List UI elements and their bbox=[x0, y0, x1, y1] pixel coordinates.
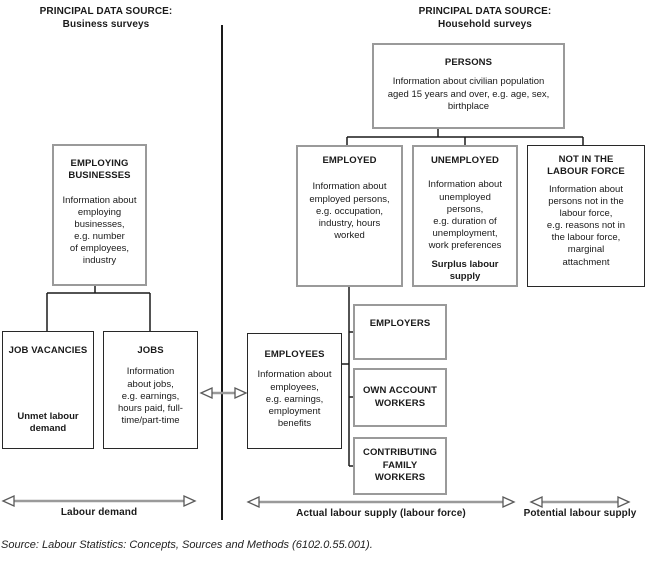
unemployed-box: UNEMPLOYED Information about unemployed … bbox=[412, 145, 518, 287]
unemployed-body: Information about unemployed persons, e.… bbox=[428, 179, 502, 252]
job-vacancies-footer: Unmet labour demand bbox=[17, 410, 79, 434]
employing-businesses-title: EMPLOYING BUSINESSES bbox=[68, 158, 131, 182]
not-in-labour-force-box: NOT IN THE LABOUR FORCE Information abou… bbox=[527, 145, 645, 287]
job-vacancies-title: JOB VACANCIES bbox=[8, 345, 88, 356]
unemployed-title: UNEMPLOYED bbox=[430, 155, 500, 166]
employed-body: Information about employed persons, e.g.… bbox=[309, 181, 390, 241]
actual-labour-supply-arrow bbox=[246, 495, 516, 509]
contributing-family-workers-title: CONTRIBUTING FAMILY WORKERS bbox=[362, 447, 438, 484]
own-account-workers-title: OWN ACCOUNT WORKERS bbox=[362, 385, 438, 409]
persons-title: PERSONS bbox=[444, 57, 493, 68]
jobs-body: Information about jobs, e.g. earnings, h… bbox=[118, 366, 183, 426]
business-surveys-header: PRINCIPAL DATA SOURCE: Business surveys bbox=[39, 6, 173, 30]
employing-businesses-body: Information about employing businesses, … bbox=[62, 194, 137, 267]
not-in-labour-force-title: NOT IN THE LABOUR FORCE bbox=[547, 154, 625, 178]
jobs-employees-arrow bbox=[199, 386, 248, 400]
employing-businesses-box: EMPLOYING BUSINESSES Information about e… bbox=[52, 144, 147, 286]
employed-title: EMPLOYED bbox=[322, 155, 377, 166]
employees-body: Information about employees, e.g. earnin… bbox=[257, 369, 332, 429]
employed-box: EMPLOYED Information about employed pers… bbox=[296, 145, 403, 287]
labour-demand-arrow bbox=[1, 494, 197, 508]
labour-demand-label: Labour demand bbox=[60, 507, 138, 518]
job-vacancies-box: JOB VACANCIES Unmet labour demand bbox=[2, 331, 94, 449]
not-in-labour-force-body: Information about persons not in the lab… bbox=[546, 183, 626, 268]
employers-title: EMPLOYERS bbox=[369, 318, 431, 329]
jobs-title: JOBS bbox=[137, 345, 164, 356]
employees-box: EMPLOYEES Information about employees, e… bbox=[247, 333, 342, 449]
jobs-box: JOBS Information about jobs, e.g. earnin… bbox=[103, 331, 198, 449]
contributing-family-workers-box: CONTRIBUTING FAMILY WORKERS bbox=[353, 437, 447, 495]
employers-box: EMPLOYERS bbox=[353, 304, 447, 360]
source-note: Source: Labour Statistics: Concepts, Sou… bbox=[1, 539, 373, 551]
employees-title: EMPLOYEES bbox=[264, 349, 325, 360]
household-surveys-header: PRINCIPAL DATA SOURCE: Household surveys bbox=[418, 6, 552, 30]
persons-body: Information about civilian population ag… bbox=[387, 76, 550, 112]
persons-box: PERSONS Information about civilian popul… bbox=[372, 43, 565, 129]
own-account-workers-box: OWN ACCOUNT WORKERS bbox=[353, 368, 447, 427]
actual-labour-supply-label: Actual labour supply (labour force) bbox=[296, 508, 466, 519]
potential-labour-supply-label: Potential labour supply bbox=[523, 508, 637, 519]
unemployed-footer: Surplus labour supply bbox=[431, 259, 499, 283]
potential-labour-supply-arrow bbox=[529, 495, 631, 509]
